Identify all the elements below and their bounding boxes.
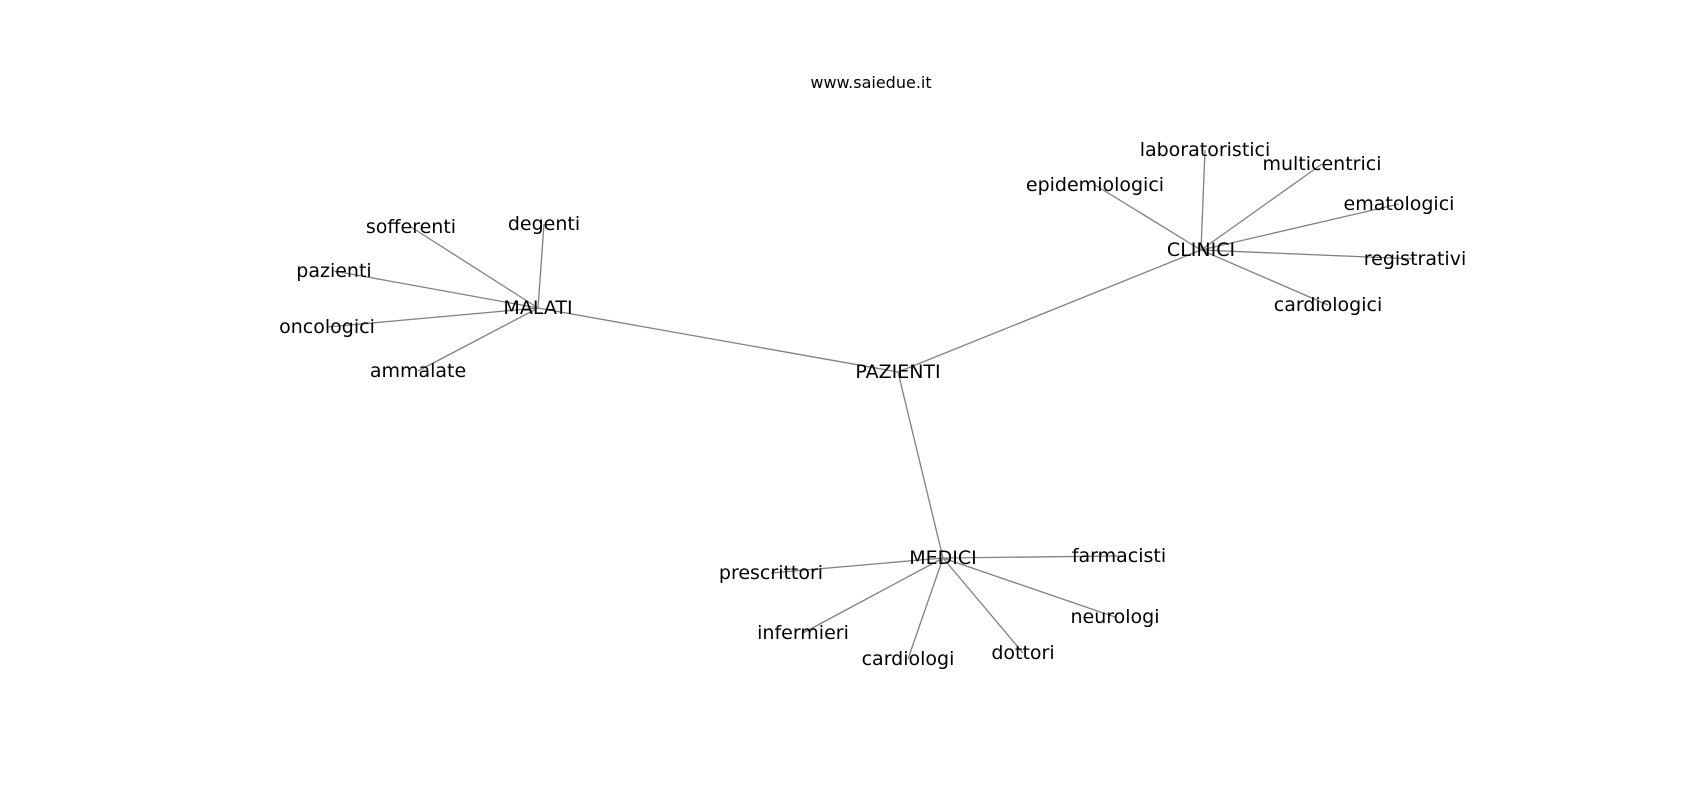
node-ammalate: ammalate [370, 360, 466, 382]
node-neurologi: neurologi [1070, 606, 1159, 628]
edge-pazienti-medici [897, 371, 944, 559]
node-prescrittori: prescrittori [719, 562, 823, 584]
edge-pazienti-clinici [897, 249, 1202, 373]
node-ematologici: ematologici [1344, 193, 1455, 215]
edge-medici-neurologi [942, 557, 1116, 618]
edge-medici-dottori [942, 557, 1024, 654]
node-dottori: dottori [991, 642, 1054, 664]
edge-layer [326, 149, 1416, 660]
node-malati: MALATI [503, 297, 572, 319]
node-cardiologi: cardiologi [862, 648, 955, 670]
node-pazienti: pazienti [296, 260, 371, 282]
node-cardiologici: cardiologici [1274, 294, 1383, 316]
edge-medici-farmacisti [942, 555, 1120, 559]
node-medici: MEDICI [909, 547, 977, 569]
edge-medici-prescrittori [770, 557, 944, 574]
node-sofferenti: sofferenti [366, 216, 456, 238]
edge-clinici-epidemiologici [1094, 184, 1202, 251]
edge-malati-pazienti [333, 270, 539, 309]
edge-malati-ammalate [417, 307, 539, 372]
node-epidemiologici: epidemiologici [1026, 174, 1164, 196]
node-laboratoristici: laboratoristici [1140, 139, 1271, 161]
node-label-layer: PAZIENTI MALATI CLINICI MEDICI sofferenti deg… [279, 139, 1466, 670]
edge-malati-sofferenti [410, 226, 539, 309]
node-pazienti: PAZIENTI [855, 361, 940, 383]
node-clinici: CLINICI [1167, 239, 1235, 261]
node-infermieri: infermieri [757, 622, 849, 644]
node-multicentrici: multicentrici [1262, 153, 1381, 175]
edge-clinici-multicentrici [1200, 163, 1323, 251]
edge-clinici-cardiologici [1200, 249, 1329, 306]
node-registrativi: registrativi [1364, 248, 1466, 270]
edge-clinici-ematologici [1200, 203, 1400, 251]
edge-clinici-registrativi [1200, 249, 1416, 260]
node-degenti: degenti [508, 213, 580, 235]
edge-pazienti-malati [537, 307, 899, 373]
edge-malati-oncologici [326, 307, 539, 328]
edge-clinici-laboratoristici [1200, 149, 1206, 251]
edge-medici-cardiologi [907, 557, 944, 660]
node-oncologici: oncologici [279, 316, 375, 338]
graph-title: www.saiedue.it [810, 73, 931, 92]
node-farmacisti: farmacisti [1072, 545, 1166, 567]
edge-malati-degenti [537, 223, 545, 309]
edge-medici-infermieri [802, 557, 944, 634]
